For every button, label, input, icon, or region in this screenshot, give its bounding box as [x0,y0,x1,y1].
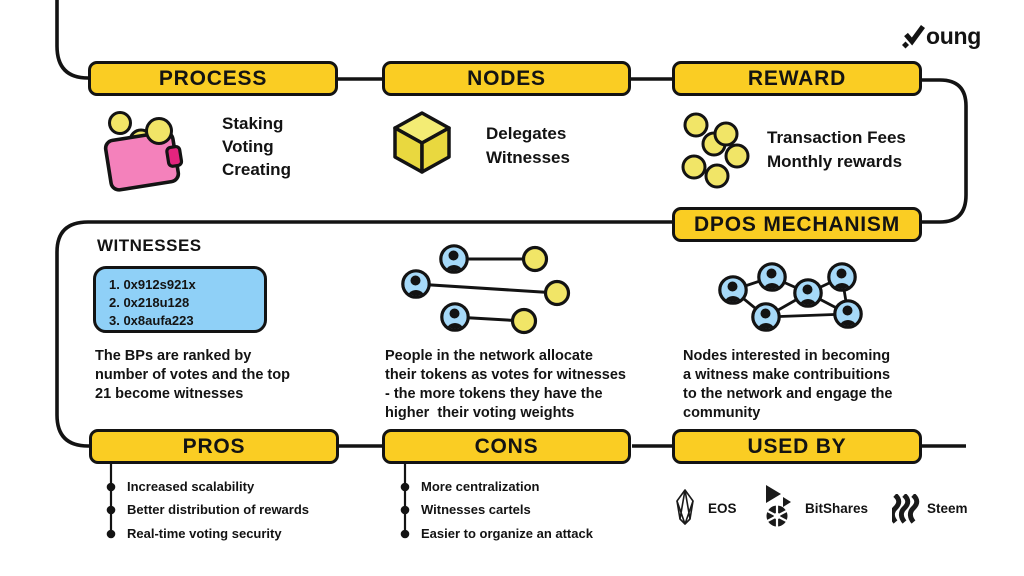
reward-item: Transaction Fees [767,128,906,147]
pros-header: PROS [89,429,339,464]
cons-item: Easier to organize an attack [421,526,593,541]
eos-logo [676,489,694,525]
dpos-label: DPOS MECHANISM [693,212,901,236]
reward-item: Monthly rewards [767,152,903,171]
process-label: PROCESS [158,66,268,90]
cons-label: CONS [474,434,539,458]
process-item: Voting [222,137,274,156]
process-items: Staking Voting Creating [222,112,291,181]
contribution-network-diagram [714,258,866,336]
cons-item: More centralization [421,479,540,494]
steem-label: Steem [927,501,968,516]
connector-top-left [55,0,92,80]
witness-rank-item: 3. 0x8aufa223 [109,313,194,328]
eos-label: EOS [708,501,737,516]
person-node-icon [829,264,855,293]
pros-item: Better distribution of rewards [127,502,310,517]
person-node-icon [759,264,785,293]
process-item: Staking [222,114,284,133]
nodes-label: NODES [467,66,546,90]
process-item: Creating [222,160,291,179]
token-circle-icon [510,307,538,335]
reward-label: REWARD [747,66,847,90]
witness-rank-item: 1. 0x912s921x [109,277,196,292]
wallet-icon [103,111,184,192]
witness-rank-item: 2. 0x218u128 [109,295,190,310]
nodes-items: Delegates Witnesses [486,122,570,170]
young-logo-text: oung [926,23,981,49]
young-checkmark-icon [902,25,925,49]
pros-item: Real-time voting security [127,526,282,541]
cons-header: CONS [382,429,631,464]
coins-icon [681,112,750,189]
reward-items: Transaction Fees Monthly rewards [767,126,906,174]
person-node-icon [442,304,468,333]
nodes-header: NODES [382,61,631,96]
cube-icon [393,111,451,174]
person-node-icon [441,246,467,275]
connector-reward-dpos [921,78,968,224]
witnesses-description: The BPs are ranked by number of votes an… [95,348,290,402]
token-circle-icon [543,279,571,307]
steem-logo [892,494,920,524]
person-node-icon [720,277,746,306]
bitshares-logo [766,485,791,527]
used-by-label: USED BY [747,434,847,458]
witnesses-heading: WITNESSES [97,236,202,255]
contribution-description: Nodes interested in becoming a witness m… [683,348,893,421]
person-node-icon [835,301,861,330]
bullet-dots [106,482,410,539]
process-header: PROCESS [88,61,338,96]
nodes-item: Delegates [486,124,567,143]
bitshares-label: BitShares [805,501,869,516]
token-circle-icon [521,245,549,273]
voting-description: People in the network allocate their tok… [385,348,626,421]
person-node-icon [795,280,821,309]
person-node-icon [403,271,429,300]
reward-header: REWARD [672,61,922,96]
pros-item: Increased scalability [127,479,255,494]
cons-item: Witnesses cartels [421,502,531,517]
used-by-header: USED BY [672,429,922,464]
pros-label: PROS [182,434,246,458]
witness-ranking-panel: 1. 0x912s921x 2. 0x218u128 3. 0x8aufa223 [93,266,267,333]
voting-diagram [398,241,571,337]
dpos-mechanism-header: DPOS MECHANISM [672,207,922,242]
person-node-icon [753,304,779,333]
nodes-item: Witnesses [486,148,570,167]
connector-dpos-pros [55,220,675,448]
young-logo: oung [901,23,981,50]
